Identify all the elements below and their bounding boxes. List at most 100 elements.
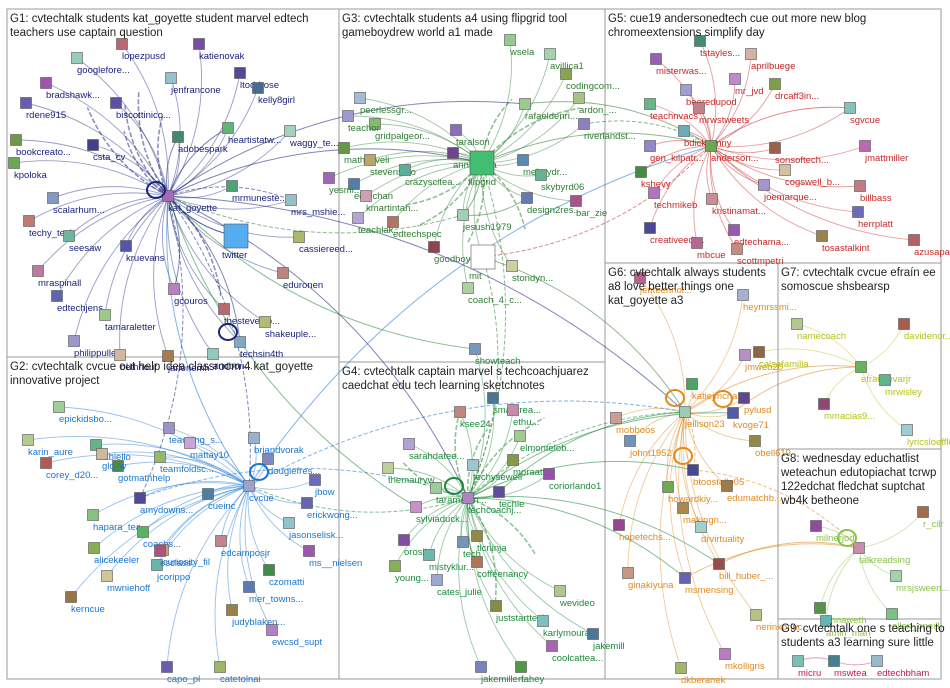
node-drcaff3in[interactable]: drcaff3in... [769,78,820,103]
node-techysewell[interactable]: techysewell [467,459,523,484]
node-biscottinico[interactable]: biscottinico... [110,97,171,122]
node-bethhouf[interactable]: bethhouf [114,349,158,374]
node-johnt1952[interactable]: johnt1952 [624,435,672,460]
node-waggy-te[interactable]: waggy_te... [284,125,339,150]
node-wsela[interactable]: wsela [504,34,536,59]
node-msbiello[interactable]: msbiello [90,439,131,464]
node-glc-w[interactable]: glc_w [96,448,127,473]
node-tech[interactable]: tech [457,536,481,561]
node-cogswell-b[interactable]: cogswell_b... [779,164,840,189]
node-gen-kilpatr[interactable]: gen_kilpatr... [644,140,704,165]
node-cueinc[interactable]: cueinc [202,488,236,513]
node-edcamposjr[interactable]: edcamposjr [215,535,271,560]
node-donnaweth[interactable]: donnaweth [814,602,867,627]
node-stondyn[interactable]: stondyn... [506,260,554,285]
node-misterwas[interactable]: misterwas... [650,53,707,78]
node-techmikeb[interactable]: techmikeb [648,187,698,212]
node-teamfoldsc[interactable]: teamfoldsc... [154,451,214,476]
node-kristinamat[interactable]: kristinamat... [706,193,766,218]
node-sarahdatee[interactable]: sarahdatee... [403,438,465,463]
node-crazyscitea[interactable]: crazyscitea... [399,164,461,189]
node-btoostello05[interactable]: btoostello05 [687,464,745,489]
node-tamaraletter[interactable]: tamaraletter [99,309,156,334]
node-ms-nielsen[interactable]: ms__nielsen [303,545,363,570]
node-techcoachj[interactable]: techcoachj... [462,492,522,517]
node-mkolligris[interactable]: mkolligris [719,648,765,673]
node-cassiereed[interactable]: cassiereed... [293,231,353,256]
node-sonsoftech[interactable]: sonsoftech... [769,142,829,167]
node-bdicksonny[interactable]: bdicksonny [678,125,732,150]
node-taramartin[interactable]: taramartin... [430,482,487,507]
node-mswtea[interactable]: mswtea [828,655,868,680]
node-dougiefres[interactable]: dougiefres... [262,453,321,478]
node-teachor[interactable]: teachor [342,110,380,135]
node-peerlessgr[interactable]: peerlessgr... [354,92,412,117]
node-techy-tech[interactable]: techy_tech [23,215,75,240]
node-anderson[interactable]: anderson... [705,140,759,165]
node-hopetechs[interactable]: hopetechs... [613,519,671,544]
node-jakemill[interactable]: jakemill [587,628,625,653]
node-judyblaken[interactable]: judyblaken... [226,604,286,629]
node-mr-jvd[interactable]: mr_jvd [729,73,764,98]
node-mwniehoff[interactable]: mwniehoff [101,570,151,595]
node-jmattmiller[interactable]: jmattmiller [859,140,909,165]
node-milnerjodi[interactable]: milnerjodi [810,520,857,545]
node-pylusd[interactable]: pylusd [738,392,772,417]
node-mathkaveli[interactable]: mathkaveli [338,142,390,167]
node-herrplatt[interactable]: herrplatt [852,206,894,231]
node-epickidsbo[interactable]: epickidsbo... [53,401,112,426]
node-mrsjsween[interactable]: mrsjsween... [890,570,950,595]
node-corey-d20[interactable]: corey_d20... [40,457,99,482]
node-creativeedt[interactable]: creativeedt... [644,222,705,247]
node-kerncue[interactable]: kerncue [65,591,105,616]
node-joemarque[interactable]: joemarque... [758,179,817,204]
node-cvcue[interactable]: cvcue [243,480,274,505]
node-edtechjens[interactable]: edtechjens... [51,290,111,315]
node-davidenor[interactable]: davidenor... [898,318,950,343]
node-cates-julie[interactable]: cates_julie [431,574,482,599]
node-juststarttech[interactable]: juststarttech [490,600,548,625]
node-rdene915[interactable]: rdene915 [20,97,67,122]
node-design2res[interactable]: design2res... [521,192,582,217]
node-ginakiyuna[interactable]: ginakiyuna [622,567,675,592]
node-hapara-tea[interactable]: hapara_tea... [87,509,150,534]
node-kelly8girl[interactable]: kelly8girl [252,82,295,107]
node-beeredupod[interactable]: beeredupod [680,84,737,109]
node-young[interactable]: young... [389,560,429,585]
node-showteach[interactable]: showteach [469,343,521,368]
node-riverlandst[interactable]: riverlandst... [578,118,636,143]
node-capo-pl[interactable]: capo_pl [161,661,201,686]
node-edtechbham[interactable]: edtechbham [871,655,930,680]
node-drvirtuality[interactable]: drvirtuality [695,521,745,546]
node-mrmuneste[interactable]: mrmuneste... [226,180,288,205]
node-howardkiy[interactable]: howardkiy... [662,481,718,506]
node-bill-huber[interactable]: bill_huber_... [713,558,774,583]
node-jasonselisk[interactable]: jasonselisk... [283,517,344,542]
node-coach-4-c[interactable]: coach_4_c... [462,282,522,307]
node-karlymoura[interactable]: karlymoura [537,615,591,640]
node-edtechspec[interactable]: edtechspec [387,216,442,241]
node-jenteennol[interactable]: jenteennol... [634,272,692,297]
node-makingn[interactable]: makingn... [677,502,727,527]
node-jcorippo[interactable]: jcorippo [151,559,191,584]
node-rafaeldenri[interactable]: rafaeldenri... [519,98,578,123]
node-jellison23[interactable]: jellison23 [679,406,725,431]
node-mraspinall[interactable]: mraspinall [32,265,82,290]
node-orosihs[interactable]: orosihs [398,534,435,559]
node-catetolnai[interactable]: catetolnai [214,661,261,686]
node-codingcom[interactable]: codingcom... [560,68,620,93]
node-yesmi[interactable]: yesmi... [323,172,362,197]
node-nerinxprinc[interactable]: nerinxprinc... [750,609,811,634]
node-mer-towns[interactable]: mer_towns... [243,581,304,606]
node-amin-man[interactable]: amin_man [820,615,871,640]
node-avillica1[interactable]: avillica1 [544,48,584,73]
node-coffeenancy[interactable]: coffeenancy [471,556,529,581]
node-gridpalgeor[interactable]: gridpalgeor... [369,118,430,143]
node-karin-aure[interactable]: karin_aure [22,434,73,459]
node-moraats[interactable]: moraats [507,454,548,479]
node-amydowns[interactable]: amydowns... [134,492,194,517]
node-micru[interactable]: micru [792,655,822,680]
node-techsin4th[interactable]: techsin4th [234,336,284,361]
node-kpoloka[interactable]: kpoloka [8,157,48,182]
node-edumatchb[interactable]: edumatchb... [721,480,782,505]
